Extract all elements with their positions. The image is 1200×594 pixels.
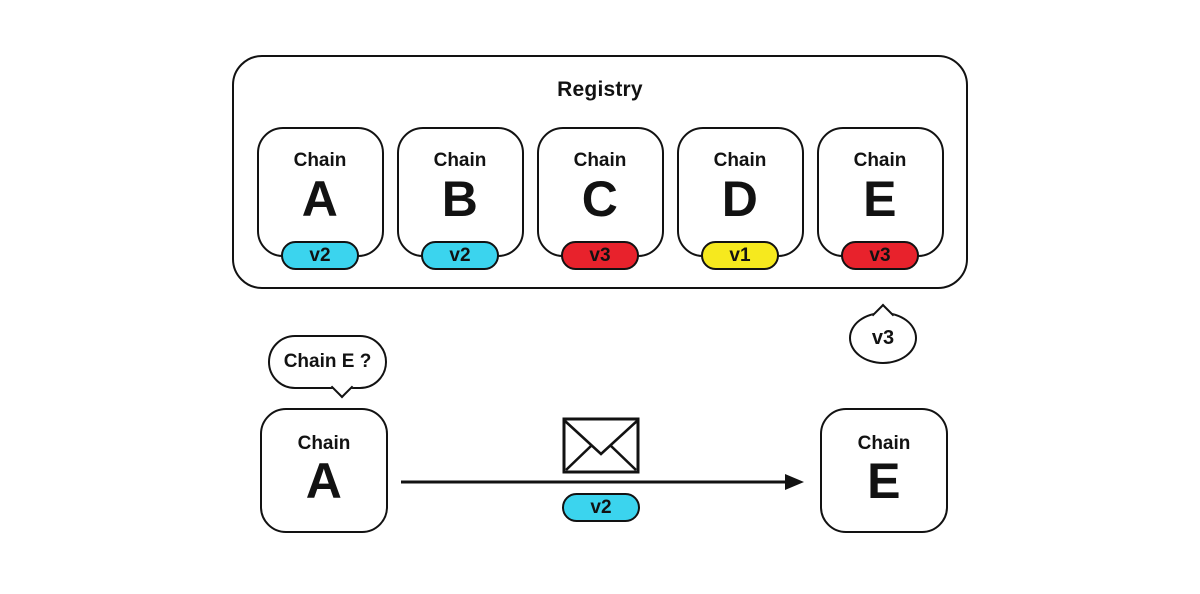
registry-title: Registry — [557, 78, 643, 101]
node-chain-a: Chain A — [260, 408, 388, 533]
chain-label: Chain — [297, 433, 351, 454]
registry-card-chain-a: Chain A v2 — [256, 127, 384, 270]
version-badge: v3 — [561, 241, 639, 270]
chain-label: Chain — [433, 150, 487, 171]
version-answer-bubble: v3 — [849, 312, 917, 364]
chain-letter: D — [721, 171, 759, 227]
arrow-right-icon — [401, 474, 804, 490]
chain-label: Chain — [853, 150, 907, 171]
chain-label: Chain — [573, 150, 627, 171]
registry-card-chain-d: Chain D v1 — [676, 127, 804, 270]
version-badge: v2 — [421, 241, 499, 270]
chain-letter: E — [863, 171, 897, 227]
chain-letter: C — [581, 171, 619, 227]
registry-card-chain-e: Chain E v3 — [816, 127, 944, 270]
registry-card-chain-c: Chain C v3 — [536, 127, 664, 270]
version-badge: v1 — [701, 241, 779, 270]
chain-letter: B — [441, 171, 479, 227]
chain-label: Chain — [857, 433, 911, 454]
registry-chain-list: Chain A v2 Chain B v2 Chain C v3 Chain D… — [234, 127, 966, 270]
chain-letter: A — [301, 171, 339, 227]
envelope-icon — [562, 417, 640, 474]
chain-label: Chain — [293, 150, 347, 171]
chain-label: Chain — [713, 150, 767, 171]
chain-letter: A — [305, 453, 343, 509]
message-version-badge: v2 — [562, 493, 640, 522]
registry-card-chain-b: Chain B v2 — [396, 127, 524, 270]
registry-box: Registry Chain A v2 Chain B v2 Chain C v… — [232, 55, 968, 289]
version-badge: v2 — [281, 241, 359, 270]
node-chain-e: Chain E — [820, 408, 948, 533]
version-badge: v3 — [841, 241, 919, 270]
chain-letter: E — [867, 453, 901, 509]
query-speech-bubble: Chain E ? — [268, 335, 387, 389]
